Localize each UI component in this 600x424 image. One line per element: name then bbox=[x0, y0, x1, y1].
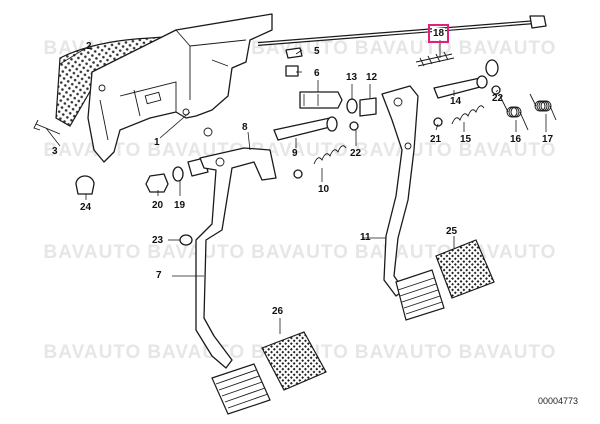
callout-21: 21 bbox=[430, 134, 442, 145]
callout-11: 11 bbox=[360, 232, 371, 243]
nut bbox=[491, 85, 501, 95]
washer bbox=[172, 166, 184, 182]
torsion-spring bbox=[529, 93, 557, 121]
callout-22-lower: 22 bbox=[350, 148, 362, 159]
watermark-text: BAVAUTO bbox=[458, 140, 557, 161]
rod-head bbox=[529, 15, 547, 29]
hex-nut bbox=[145, 173, 169, 193]
callout-5: 5 bbox=[314, 46, 320, 57]
bracket-hole bbox=[98, 84, 106, 92]
nut bbox=[433, 117, 443, 127]
callout-8: 8 bbox=[242, 122, 248, 133]
callout-9: 9 bbox=[292, 148, 298, 159]
bracket-edge bbox=[99, 29, 247, 141]
callout-12: 12 bbox=[366, 72, 378, 83]
stop-switch bbox=[299, 91, 343, 109]
callout-3: 3 bbox=[52, 146, 58, 157]
leader-lines bbox=[45, 40, 547, 334]
pad-ribs bbox=[397, 277, 443, 315]
pad-cover bbox=[435, 239, 495, 299]
plug bbox=[75, 175, 95, 195]
callout-23: 23 bbox=[152, 235, 164, 246]
rod-thread bbox=[415, 51, 455, 67]
washer bbox=[346, 98, 358, 114]
pedal-pivot bbox=[215, 157, 225, 167]
callout-6: 6 bbox=[314, 68, 320, 79]
torsion-spring bbox=[499, 95, 529, 131]
watermark-text: BAVAUTO bbox=[251, 242, 349, 263]
return-spring bbox=[451, 105, 485, 125]
callout-18-highlighted: 18 bbox=[427, 24, 450, 43]
callout-13: 13 bbox=[346, 72, 358, 83]
grommet bbox=[179, 234, 193, 246]
watermark-text: BAVAUTO bbox=[43, 242, 142, 263]
pad-ribs bbox=[215, 369, 269, 409]
clutch-pedal bbox=[195, 147, 277, 369]
return-spring bbox=[313, 145, 347, 165]
bushing-end bbox=[326, 116, 338, 132]
pedal-pivot bbox=[393, 97, 403, 107]
watermark-text: BAVAUTO bbox=[458, 342, 557, 363]
pedal-hole bbox=[404, 142, 412, 150]
bushing-end bbox=[476, 75, 488, 89]
callout-14: 14 bbox=[450, 96, 462, 107]
callout-10: 10 bbox=[318, 184, 330, 195]
nut bbox=[293, 169, 303, 179]
pivot-rod-core bbox=[257, 21, 537, 45]
callout-25: 25 bbox=[446, 226, 458, 237]
watermark-text: BAVAUTO bbox=[354, 342, 453, 363]
pad-cover bbox=[261, 331, 327, 391]
callout-15: 15 bbox=[460, 134, 472, 145]
callout-19: 19 bbox=[174, 200, 186, 211]
brake-pedal bbox=[381, 85, 419, 297]
watermark-text: BAVAUTO bbox=[354, 38, 453, 59]
callout-1: 1 bbox=[154, 137, 160, 148]
callout-22-upper: 22 bbox=[492, 93, 504, 104]
screw bbox=[33, 119, 61, 135]
brake-pedal-pad bbox=[395, 269, 445, 321]
nut bbox=[349, 121, 359, 131]
callout-17: 17 bbox=[542, 134, 554, 145]
bracket-slot bbox=[144, 91, 162, 105]
shaft-bushing bbox=[273, 117, 335, 141]
clip bbox=[285, 47, 303, 59]
watermark-text: BAVAUTO bbox=[43, 342, 142, 363]
watermark-text: BAVAUTO bbox=[458, 38, 557, 59]
callout-16: 16 bbox=[510, 134, 522, 145]
callout-26: 26 bbox=[272, 306, 284, 317]
callout-20: 20 bbox=[152, 200, 164, 211]
nut bbox=[285, 65, 299, 77]
callout-24: 24 bbox=[80, 202, 92, 213]
pedal-bracket bbox=[87, 13, 273, 163]
bracket-hole bbox=[203, 127, 213, 137]
callout-2: 2 bbox=[86, 41, 92, 52]
document-number: 00004773 bbox=[537, 396, 578, 406]
watermark-text: BAVAUTO bbox=[354, 242, 453, 263]
bushing bbox=[359, 97, 377, 117]
cap bbox=[485, 59, 499, 77]
callout-7: 7 bbox=[156, 270, 162, 281]
